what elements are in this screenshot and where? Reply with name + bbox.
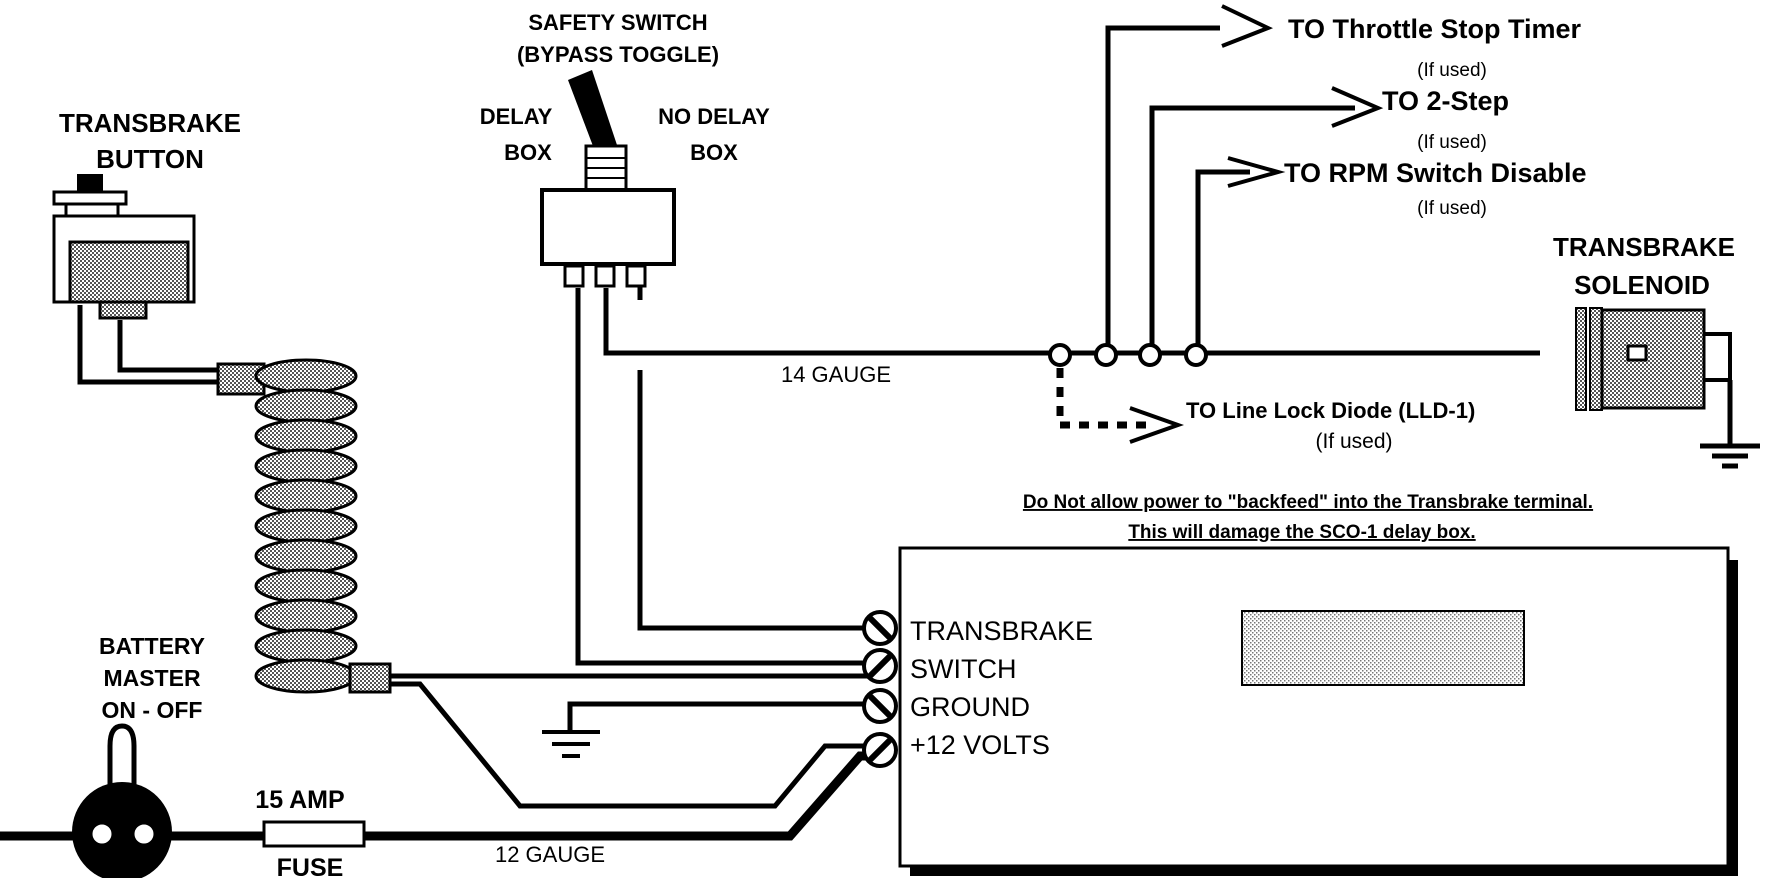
delay-box-display bbox=[1241, 610, 1525, 686]
junction-line-lock bbox=[1048, 343, 1072, 367]
throttle-stop-label: TO Throttle Stop Timer bbox=[1288, 14, 1582, 44]
terminal-screws bbox=[862, 610, 898, 768]
warning-line-1: Do Not allow power to "backfeed" into th… bbox=[1023, 492, 1593, 513]
safety-switch-title-2: (BYPASS TOGGLE) bbox=[517, 42, 719, 67]
battery-label-2: MASTER bbox=[103, 665, 201, 691]
transbrake-button-label-1: TRANSBRAKE bbox=[59, 108, 241, 138]
rpm-switch-label: TO RPM Switch Disable bbox=[1284, 158, 1587, 188]
line-lock-label: TO Line Lock Diode (LLD-1) bbox=[1186, 398, 1475, 423]
arrow-line-lock bbox=[1129, 406, 1184, 444]
branch-2-step bbox=[1149, 105, 1355, 353]
solenoid-label-2: SOLENOID bbox=[1574, 270, 1710, 300]
wires bbox=[77, 25, 1540, 809]
junction-2-step bbox=[1138, 343, 1162, 367]
ground-wire bbox=[567, 701, 872, 730]
delay-box-wire bbox=[575, 288, 872, 666]
safety-switch bbox=[540, 70, 676, 300]
delay-box-label-1: DELAY bbox=[480, 104, 553, 129]
battery-label-1: BATTERY bbox=[99, 633, 205, 659]
terminal-transbrake-label: TRANSBRAKE bbox=[910, 616, 1093, 646]
arrow-throttle-stop bbox=[1221, 4, 1274, 48]
terminal-screw-ground bbox=[862, 688, 898, 724]
coil-to-12v-wire bbox=[390, 681, 870, 809]
transbrake-button-label-2: BUTTON bbox=[96, 144, 204, 174]
transbrake-solenoid bbox=[1575, 307, 1760, 469]
branch-rpm-switch bbox=[1195, 169, 1250, 353]
fuse bbox=[262, 820, 366, 848]
coiled-cord bbox=[216, 358, 392, 694]
safety-switch-title-1: SAFETY SWITCH bbox=[528, 10, 707, 35]
terminal-ground-label: GROUND bbox=[910, 692, 1030, 722]
button-wire-left bbox=[77, 305, 218, 385]
no-delay-box-wire bbox=[637, 370, 872, 631]
no-delay-box-label-2: BOX bbox=[690, 140, 738, 165]
battery-label-3: ON - OFF bbox=[102, 697, 203, 723]
no-delay-box-label-1: NO DELAY bbox=[658, 104, 770, 129]
arrow-2-step bbox=[1331, 86, 1384, 128]
junction-rpm bbox=[1184, 343, 1208, 367]
warning-line-2: This will damage the SCO-1 delay box. bbox=[1128, 522, 1475, 543]
terminal-switch-label: SWITCH bbox=[910, 654, 1016, 684]
junctions bbox=[1048, 343, 1208, 367]
arrow-rpm bbox=[1227, 156, 1286, 188]
ground-symbol bbox=[542, 730, 600, 758]
transbrake-button bbox=[52, 174, 196, 320]
solenoid-label-1: TRANSBRAKE bbox=[1553, 232, 1735, 262]
fuse-label: FUSE bbox=[277, 854, 344, 878]
rpm-switch-note: (If used) bbox=[1417, 198, 1487, 219]
line-lock-dotted bbox=[1056, 368, 1150, 429]
arrows bbox=[1129, 4, 1384, 444]
branch-throttle-stop bbox=[1105, 25, 1220, 353]
14-gauge-label: 14 GAUGE bbox=[781, 362, 891, 387]
terminal-screw-transbrake bbox=[862, 610, 898, 646]
terminal-screw-switch bbox=[862, 648, 898, 684]
fuse-rating-label: 15 AMP bbox=[255, 786, 344, 814]
14-gauge-wire bbox=[603, 288, 1540, 356]
terminal-12v-label: +12 VOLTS bbox=[910, 730, 1050, 760]
line-lock-note: (If used) bbox=[1315, 430, 1392, 453]
2-step-label: TO 2-Step bbox=[1382, 86, 1509, 116]
terminal-screw-12v bbox=[862, 732, 898, 768]
delay-box bbox=[898, 546, 1738, 876]
junction-throttle bbox=[1094, 343, 1118, 367]
delay-box-label-2: BOX bbox=[504, 140, 552, 165]
toggle-lever bbox=[568, 70, 618, 154]
2-step-note: (If used) bbox=[1417, 132, 1487, 153]
throttle-stop-note: (If used) bbox=[1417, 60, 1487, 81]
battery-master-switch bbox=[72, 723, 172, 878]
button-wire-right bbox=[117, 320, 218, 373]
12-gauge-label: 12 GAUGE bbox=[495, 842, 605, 867]
